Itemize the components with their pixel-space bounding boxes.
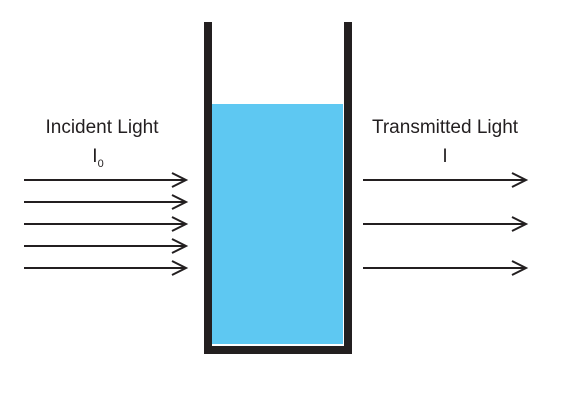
incident-ray-arrow xyxy=(24,260,189,276)
transmitted-intensity-symbol: I xyxy=(442,146,447,167)
incident-intensity-subscript: 0 xyxy=(98,158,104,170)
cuvette xyxy=(204,22,352,354)
incident-ray-arrow xyxy=(24,216,189,232)
transmitted-rays xyxy=(363,172,529,276)
incident-intensity-symbol: I0 xyxy=(92,146,103,170)
transmitted-ray-arrow xyxy=(363,216,529,232)
transmitted-light-label: Transmitted Light xyxy=(372,117,519,138)
transmitted-ray-arrow xyxy=(363,260,529,276)
transmitted-ray-arrow xyxy=(363,172,529,188)
incident-light-label: Incident Light xyxy=(45,117,159,138)
incident-ray-arrow xyxy=(24,172,189,188)
incident-intensity-letter: I xyxy=(92,146,97,167)
cuvette-walls xyxy=(204,22,352,354)
liquid-sample xyxy=(212,104,343,344)
incident-ray-arrow xyxy=(24,238,189,254)
incident-rays xyxy=(24,172,189,276)
incident-ray-arrow xyxy=(24,194,189,210)
